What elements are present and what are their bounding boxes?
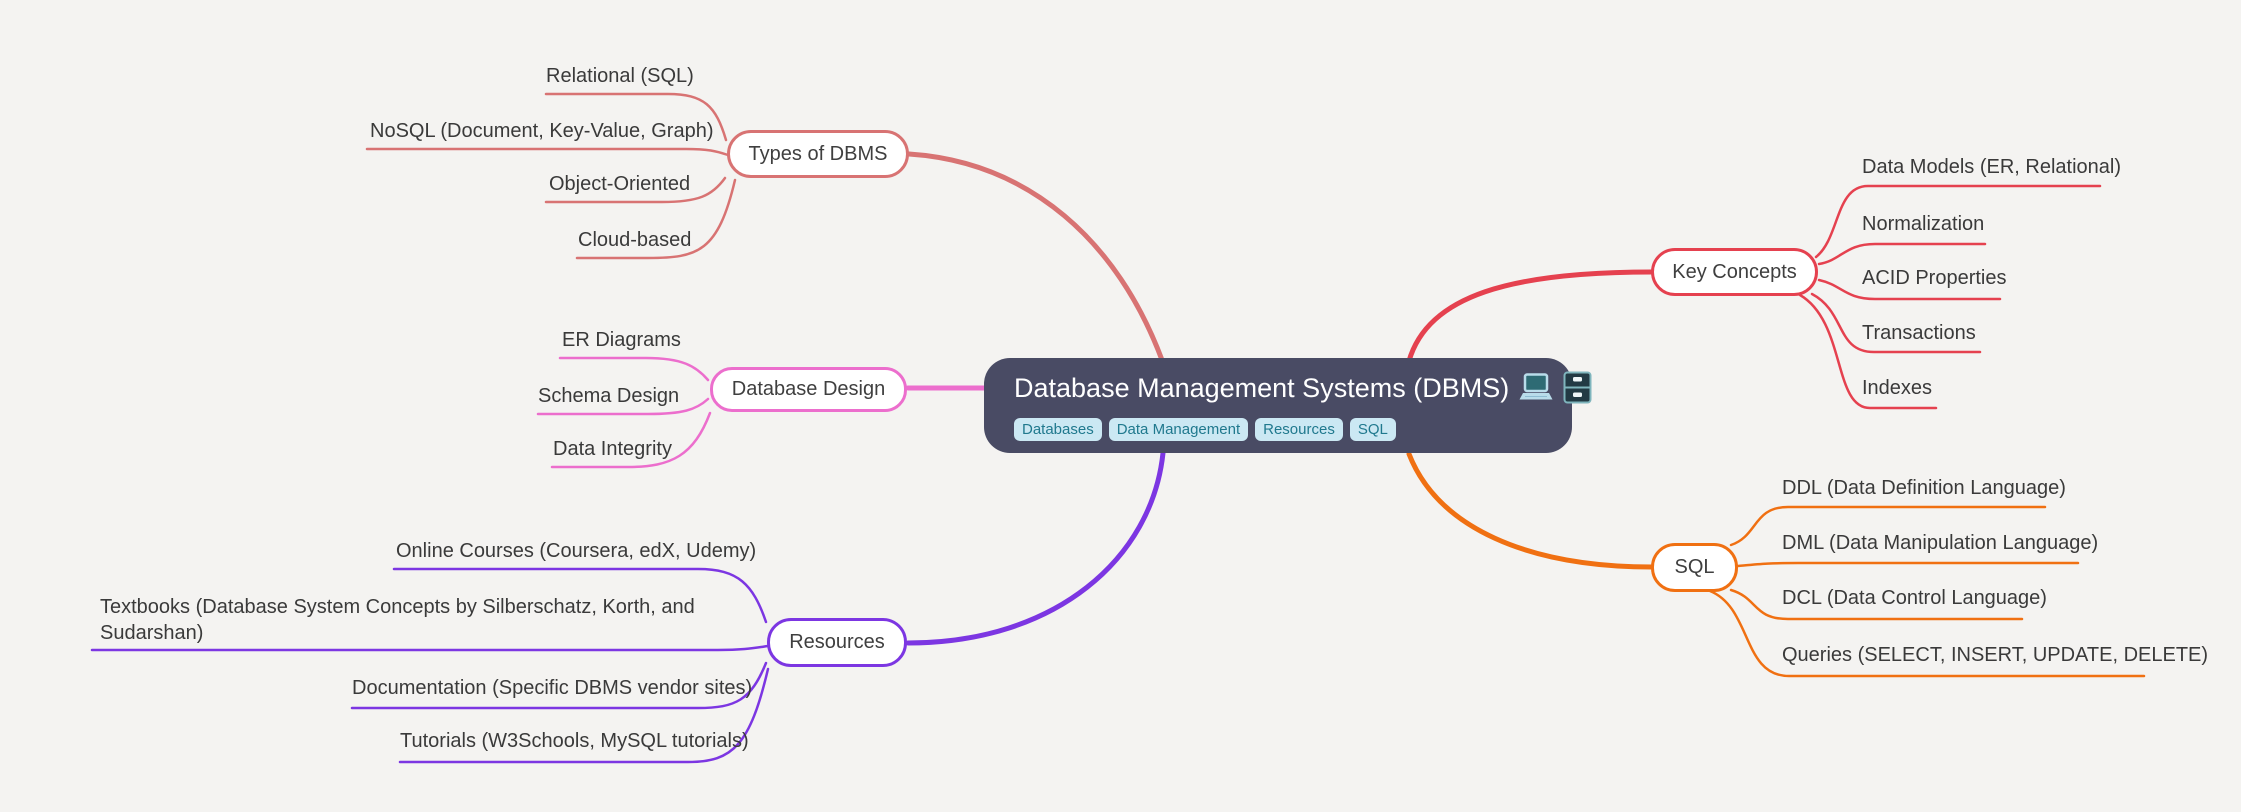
laptop-icon [1519, 372, 1553, 399]
tag-data-management: Data Management [1108, 418, 1249, 441]
central-title-row: Database Management Systems (DBMS) [1014, 371, 1592, 404]
leaf-er-diagrams[interactable]: ER Diagrams [562, 329, 681, 351]
edges-key-concepts [1406, 184, 2102, 410]
leaf-data-integrity[interactable]: Data Integrity [553, 438, 672, 460]
branch-node-database-design[interactable]: Database Design [710, 367, 907, 412]
leaf-relational-sql[interactable]: Relational (SQL) [546, 65, 694, 87]
leaf-nosql[interactable]: NoSQL (Document, Key-Value, Graph) [370, 120, 714, 142]
tag-list: Databases Data Management Resources SQL [1014, 418, 1546, 441]
leaf-dml[interactable]: DML (Data Manipulation Language) [1782, 532, 2099, 554]
leaf-textbooks[interactable]: Textbooks (Database System Concepts by S… [100, 596, 695, 644]
edges-database-design [536, 356, 988, 469]
leaf-online-courses[interactable]: Online Courses (Coursera, edX, Udemy) [396, 540, 757, 562]
leaf-data-models[interactable]: Data Models (ER, Relational) [1862, 156, 2121, 178]
tag-sql: SQL [1349, 418, 1396, 441]
central-title: Database Management Systems (DBMS) [1014, 372, 1510, 403]
leaf-documentation[interactable]: Documentation (Specific DBMS vendor site… [352, 677, 753, 699]
edges-sql [1406, 451, 2146, 678]
leaf-cloud-based[interactable]: Cloud-based [578, 229, 692, 251]
leaf-transactions[interactable]: Transactions [1862, 322, 1976, 344]
leaf-acid-properties[interactable]: ACID Properties [1862, 267, 2007, 289]
branch-node-types-of-dbms[interactable]: Types of DBMS [727, 130, 909, 178]
edges-types-of-dbms [365, 92, 1165, 363]
leaf-ddl[interactable]: DDL (Data Definition Language) [1782, 477, 2066, 499]
central-node[interactable]: Database Management Systems (DBMS) Datab… [984, 358, 1592, 453]
leaf-normalization[interactable]: Normalization [1862, 213, 1985, 235]
tag-databases: Databases [1014, 418, 1102, 441]
branch-node-key-concepts[interactable]: Key Concepts [1651, 248, 1818, 296]
leaf-indexes[interactable]: Indexes [1862, 377, 1933, 399]
tag-resources: Resources [1255, 418, 1343, 441]
leaf-queries[interactable]: Queries (SELECT, INSERT, UPDATE, DELETE) [1782, 644, 2209, 666]
leaf-tutorials[interactable]: Tutorials (W3Schools, MySQL tutorials) [400, 730, 749, 752]
leaf-object-oriented[interactable]: Object-Oriented [549, 173, 691, 195]
branch-node-sql[interactable]: SQL [1651, 543, 1738, 592]
file-cabinet-icon [1563, 371, 1592, 404]
leaf-schema-design[interactable]: Schema Design [538, 385, 680, 407]
branch-node-resources[interactable]: Resources [767, 618, 907, 667]
edges-resources [90, 450, 1166, 764]
leaf-dcl[interactable]: DCL (Data Control Language) [1782, 587, 2047, 609]
